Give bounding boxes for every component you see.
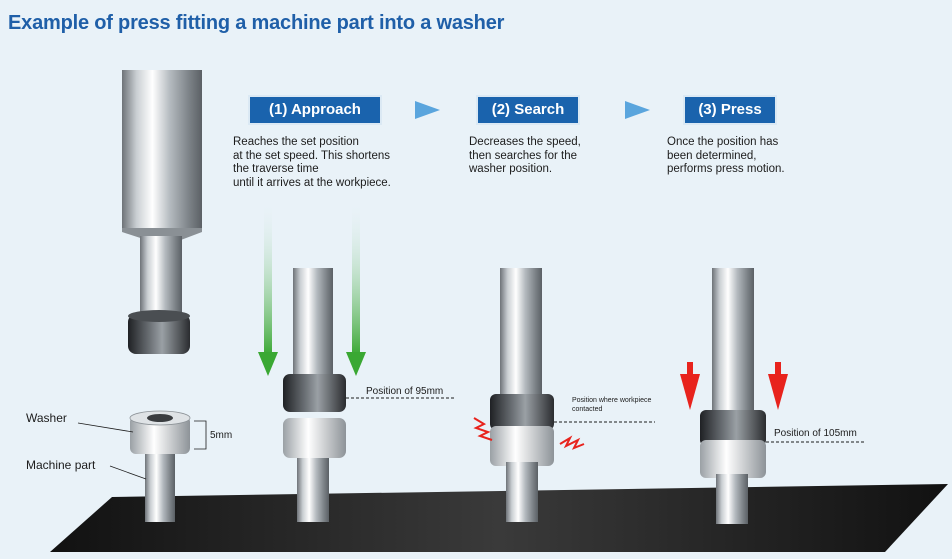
position-105-label: Position of 105mm	[774, 428, 857, 439]
green-arrows	[258, 200, 366, 376]
washer-leader	[77, 422, 134, 433]
contact-position-label: Position where workpiece contacted	[572, 397, 652, 413]
press-head	[122, 70, 202, 354]
machine-part-label: Machine part	[26, 458, 96, 472]
step-approach-description: Reaches the set position at the set spee…	[233, 136, 391, 189]
contact-spark-left	[473, 417, 493, 441]
dimension-bracket	[194, 420, 207, 450]
machine-part-leader	[109, 465, 147, 480]
position-95-label: Position of 95mm	[366, 386, 444, 397]
flow-arrow-1	[415, 101, 440, 119]
contact-spark-right	[559, 435, 585, 450]
step-press-badge: (3) Press	[685, 97, 775, 123]
workpiece-left	[129, 410, 191, 522]
step2-assembly	[490, 268, 554, 522]
washer-label: Washer	[26, 411, 67, 425]
step3-assembly	[700, 268, 766, 524]
base-plate	[50, 484, 948, 552]
page-title: Example of press fitting a machine part …	[8, 12, 505, 34]
step-approach-badge: (1) Approach	[250, 97, 380, 123]
step-search-badge: (2) Search	[478, 97, 578, 123]
dimension-label: 5mm	[210, 430, 233, 441]
flow-arrow-2	[625, 101, 650, 119]
step1-assembly	[283, 268, 346, 522]
red-arrows	[680, 362, 788, 410]
step-press-description: Once the position has been determined, p…	[667, 136, 785, 175]
step-search-description: Decreases the speed, then searches for t…	[469, 136, 581, 175]
